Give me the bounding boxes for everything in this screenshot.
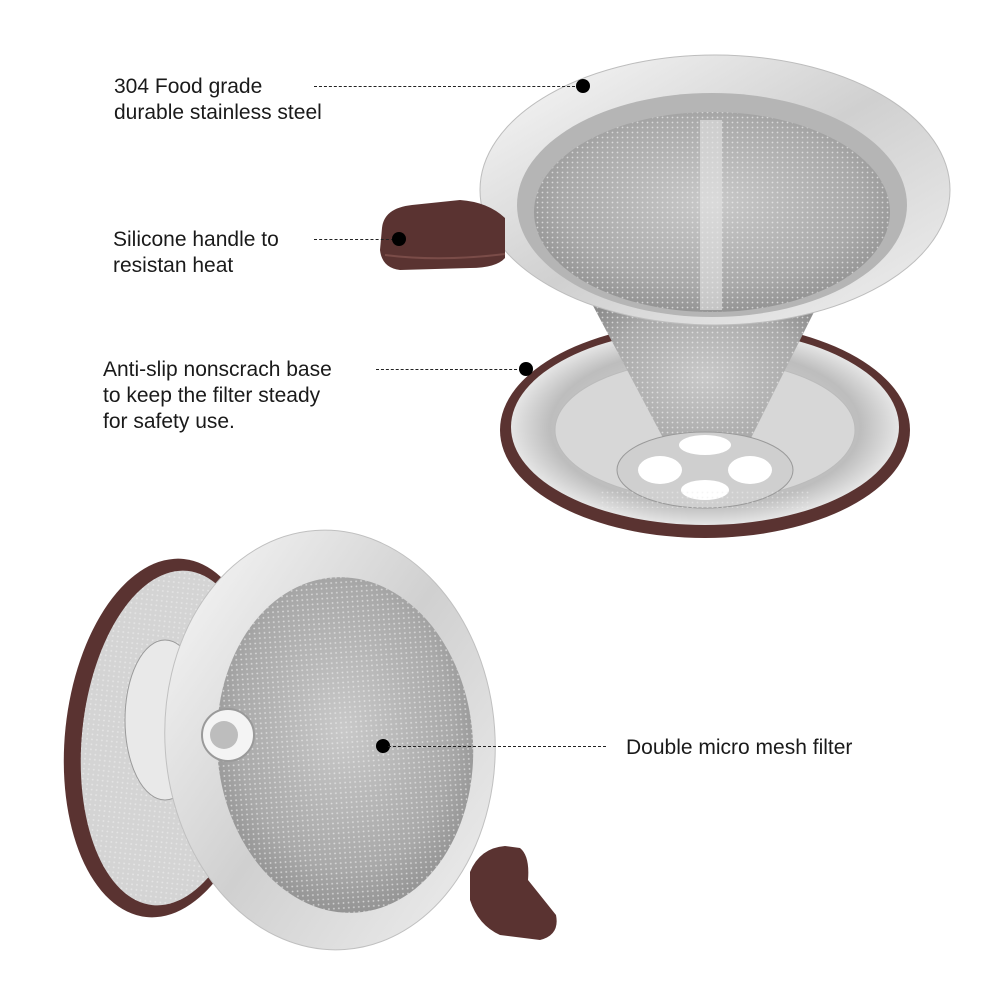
callout-mesh-filter-dot: [376, 739, 390, 753]
callout-anti-slip-base-label: Anti-slip nonscrach base to keep the fil…: [103, 358, 332, 433]
callout-stainless-steel-label: 304 Food grade durable stainless steel: [114, 75, 322, 124]
top-dripper: [380, 54, 951, 538]
callout-anti-slip-base-leader: [376, 369, 522, 370]
callout-stainless-steel-dot: [576, 79, 590, 93]
callout-silicone-handle-dot: [392, 232, 406, 246]
callout-silicone-handle-label: Silicone handle to resistan heat: [113, 228, 279, 277]
bottom-handle: [470, 846, 557, 940]
callout-stainless-steel-leader: [314, 86, 580, 87]
callout-mesh-filter-leader: [388, 746, 606, 747]
bottom-dripper: [63, 529, 557, 951]
top-handle: [380, 200, 505, 270]
callout-mesh-filter-label: Double micro mesh filter: [626, 736, 853, 759]
callout-anti-slip-base-dot: [519, 362, 533, 376]
callout-silicone-handle-leader: [314, 239, 394, 240]
